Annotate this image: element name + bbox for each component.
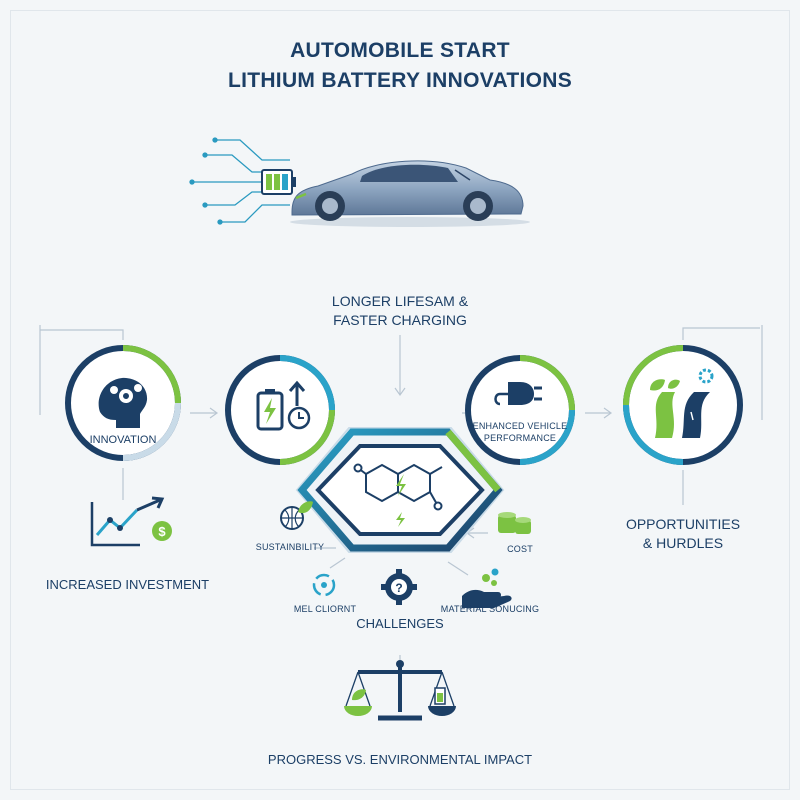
gear-question-icon: ? xyxy=(381,569,417,605)
enhanced-line-1: ENHANCED VEHICLE xyxy=(472,421,568,431)
longer-lifespan-label: LONGER LIFESAM & FASTER CHARGING xyxy=(300,292,500,330)
increased-investment-label: INCREASED INVESTMENT xyxy=(45,577,210,592)
enhanced-performance-label: ENHANCED VEHICLE PERFORMANCE xyxy=(470,420,570,444)
mel-cliornt-label: MEL CLIORNT xyxy=(293,604,357,614)
hand-coins-icon xyxy=(462,568,512,608)
plug-icon xyxy=(494,382,542,406)
enhanced-performance-node xyxy=(465,355,575,465)
brain-gears-icon xyxy=(98,377,148,428)
cost-label: COST xyxy=(507,544,533,554)
recycle-icon xyxy=(312,573,336,597)
car-icon xyxy=(290,160,530,227)
opportunities-label: OPPORTUNITIES & HURDLES xyxy=(598,515,768,553)
svg-text:$: $ xyxy=(158,524,166,539)
globe-leaf-icon xyxy=(280,501,313,530)
longer-lifespan-line-1: LONGER LIFESAM & xyxy=(331,293,469,309)
title-line-1: AUTOMOBILE START xyxy=(290,39,510,62)
opportunities-node xyxy=(623,345,743,465)
material-sourcing-label: MATERIAL SONUCING xyxy=(440,604,540,614)
svg-text:?: ? xyxy=(395,581,402,595)
page-title: AUTOMOBILE START LITHIUM BATTERY INNOVAT… xyxy=(150,36,650,96)
trend-chart-icon: $ xyxy=(90,496,172,547)
center-hexagon xyxy=(295,427,505,553)
diagram-frame xyxy=(10,10,790,790)
challenges-label: CHALLENGES xyxy=(356,616,444,631)
circuit-lines xyxy=(189,137,290,225)
innovation-label: INNOVATION xyxy=(89,434,157,446)
faster-charging-line-2: FASTER CHARGING xyxy=(333,312,467,328)
road-leaves-icon xyxy=(650,368,714,438)
molecule-icon xyxy=(353,463,443,527)
sustainability-label: SUSTAINBILITY xyxy=(255,542,325,552)
scale-icon xyxy=(344,660,456,721)
opportunities-line-2: & HURDLES xyxy=(642,535,724,551)
innovation-node xyxy=(65,345,181,461)
coins-icon xyxy=(498,512,531,534)
title-line-2: LITHIUM BATTERY INNOVATIONS xyxy=(227,69,573,92)
connector-arrows xyxy=(39,325,763,668)
battery-icon xyxy=(261,169,296,195)
enhanced-line-2: PERFORMANCE xyxy=(483,433,557,443)
battery-charge-clock-icon xyxy=(256,380,311,431)
opportunities-line-1: OPPORTUNITIES xyxy=(625,516,741,532)
charging-node xyxy=(225,355,335,465)
progress-vs-impact-label: PROGRESS VS. ENVIRONMENTAL IMPACT xyxy=(267,752,533,767)
